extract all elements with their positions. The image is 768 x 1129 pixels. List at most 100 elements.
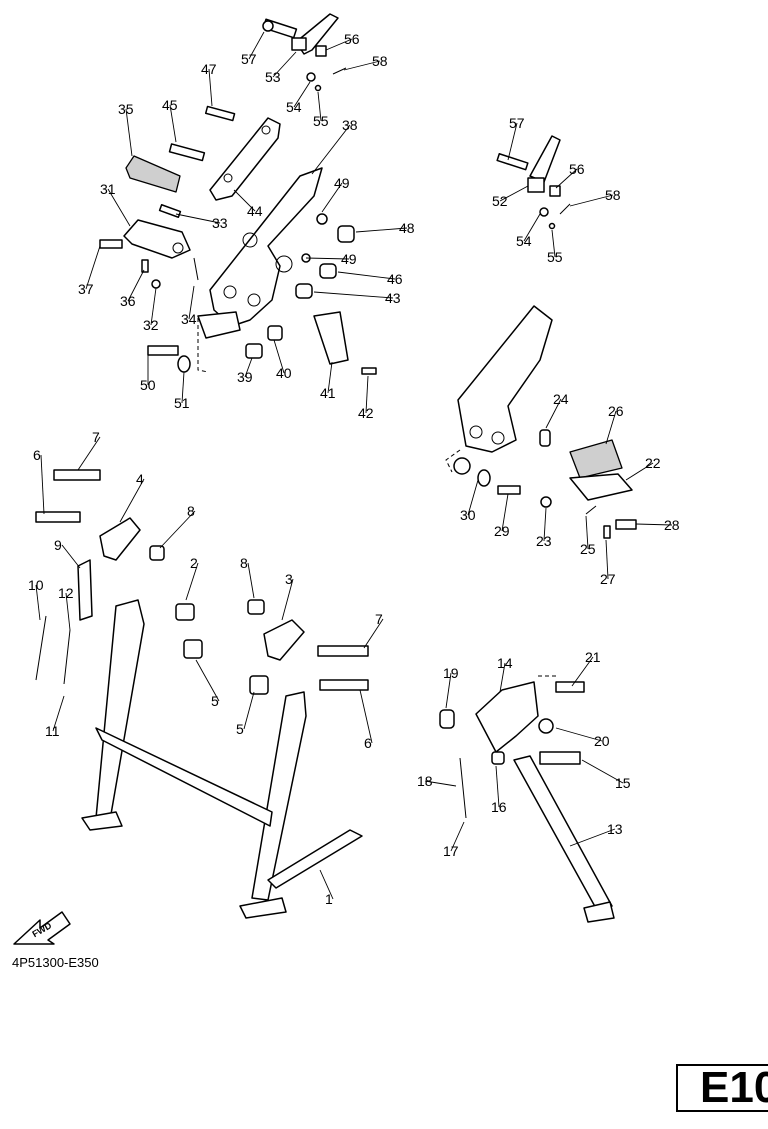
leader-line	[337, 271, 396, 280]
sidestand-bracket	[475, 681, 539, 753]
callout-number: 48	[399, 220, 415, 236]
bolt-28	[615, 519, 637, 530]
bolt-36	[141, 259, 149, 273]
nut-8b	[247, 599, 265, 615]
stand-right-leg	[251, 691, 307, 901]
pin-58b	[559, 203, 571, 215]
stand-foot-right	[239, 897, 287, 919]
callout-number: 41	[320, 385, 336, 401]
callout-number: 30	[460, 507, 476, 523]
callout-number: 16	[491, 799, 507, 815]
callout-number: 19	[443, 665, 459, 681]
callout-number: 6	[33, 447, 41, 463]
leader-line	[169, 104, 177, 143]
hole	[223, 285, 237, 299]
leader-line	[569, 194, 614, 207]
leader-line	[305, 257, 350, 260]
pin-33	[158, 204, 182, 218]
callout-number: 55	[547, 249, 563, 265]
leader-line	[107, 188, 131, 227]
hole	[261, 125, 271, 135]
bolt-47	[204, 105, 236, 122]
spring-10	[35, 615, 47, 681]
pin-24	[539, 429, 551, 447]
leader-line	[359, 689, 373, 744]
shift-hub	[527, 177, 545, 193]
plate-9	[77, 559, 93, 621]
callout-number: 27	[600, 571, 616, 587]
leader-line	[125, 108, 133, 157]
stand-left-leg	[95, 599, 145, 821]
leader-line	[569, 828, 616, 847]
leader-line	[363, 618, 384, 649]
callout-number: 25	[580, 541, 596, 557]
callout-number: 24	[553, 391, 569, 407]
callout-number: 5	[236, 721, 244, 737]
bolt-21	[555, 681, 585, 693]
callout-number: 8	[187, 503, 195, 519]
hole	[172, 242, 184, 254]
bracket-lower	[197, 311, 241, 339]
hole	[275, 255, 293, 273]
callout-number: 32	[143, 317, 159, 333]
callout-number: 21	[585, 649, 601, 665]
sidestand-leg	[513, 755, 613, 913]
leader-line	[325, 38, 353, 51]
leader-line	[281, 578, 294, 621]
callout-number: 28	[664, 517, 680, 533]
nut-8	[149, 545, 165, 561]
callout-number: 52	[492, 193, 508, 209]
callout-number: 18	[417, 773, 433, 789]
plate-41	[313, 311, 349, 365]
leader-line	[551, 229, 556, 258]
callout-number: 58	[372, 53, 388, 69]
callout-number: 7	[92, 429, 100, 445]
leader-line	[195, 659, 220, 702]
bolt-50	[147, 345, 179, 356]
page-tab-label: E10	[700, 1063, 768, 1112]
passenger-bracket	[457, 305, 553, 453]
spring-12	[63, 629, 71, 685]
leader-line	[272, 51, 297, 78]
side-stand-assembly	[439, 675, 615, 923]
leader-line	[327, 361, 333, 394]
bolt-29	[497, 485, 521, 495]
callout-number: 9	[54, 537, 62, 553]
leader-line	[52, 695, 65, 732]
collar-43	[295, 283, 313, 299]
leader-line	[85, 245, 101, 290]
callout-number: 51	[174, 395, 190, 411]
stand-kick-arm	[267, 829, 363, 889]
bracket-22	[569, 473, 633, 501]
spring-18	[459, 757, 467, 819]
callout-number: 15	[615, 775, 631, 791]
callout-number: 37	[78, 281, 94, 297]
leader-line	[313, 291, 394, 299]
leader-line	[635, 523, 673, 526]
leader-line	[61, 544, 81, 569]
leader-line	[555, 727, 603, 742]
callout-number: 17	[443, 843, 459, 859]
hole	[247, 293, 261, 307]
washer-30	[477, 469, 491, 487]
bolt-6	[35, 511, 81, 523]
leader-line	[343, 60, 381, 71]
spring-32	[151, 279, 161, 289]
bracket-3	[263, 619, 305, 661]
leader-line	[555, 168, 578, 189]
callout-number: 12	[58, 585, 74, 601]
bracket-4	[99, 517, 141, 561]
callout-number: 10	[28, 577, 44, 593]
bolt-37	[99, 239, 123, 249]
fwd-arrow-shape	[13, 911, 71, 945]
callout-number: 54	[286, 99, 302, 115]
nut-48	[337, 225, 355, 243]
callout-number: 20	[594, 733, 610, 749]
leader-line	[150, 287, 157, 326]
washer-51	[177, 355, 191, 373]
pin-34	[193, 257, 199, 281]
hole-lower	[453, 457, 471, 475]
leader-line	[499, 185, 529, 202]
callout-number: 22	[645, 455, 661, 471]
